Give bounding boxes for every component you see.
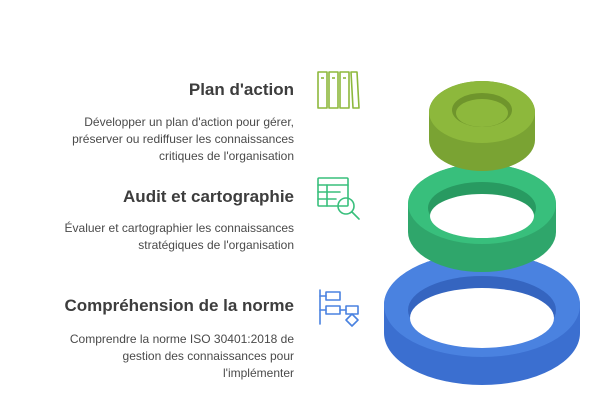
ring-green [408,164,556,272]
step-2-desc-line: Évaluer et cartographier les connaissanc… [64,221,294,235]
step-1-description: Développer un plan d'action pour gérer, … [72,114,294,165]
step-1-desc-line: Développer un plan d'action pour gérer, [84,115,294,129]
flowchart-icon [319,289,359,327]
step-3-desc-line: Comprendre la norme ISO 30401:2018 de [69,332,294,346]
step-3-description: Comprendre la norme ISO 30401:2018 de ge… [70,331,294,382]
step-3-desc-line: gestion des connaissances pour [122,349,294,363]
step-2-description: Évaluer et cartographier les connaissanc… [65,220,294,254]
step-1-desc-line: critiques de l'organisation [158,149,294,163]
table-magnifier-icon [317,177,360,220]
step-1-title: Plan d'action [188,80,294,99]
step-2-title: Audit et cartographie [123,187,294,206]
ring-olive [429,81,535,171]
columns-plan-icon [317,71,360,109]
step-2-desc-line: stratégiques de l'organisation [138,238,294,252]
step-3-desc-line: l'implémenter [223,366,294,380]
step-1-desc-line: préserver ou rediffuser les connaissance… [72,132,294,146]
ring-blue [384,253,580,385]
step-3-title: Compréhension de la norme [64,296,294,315]
